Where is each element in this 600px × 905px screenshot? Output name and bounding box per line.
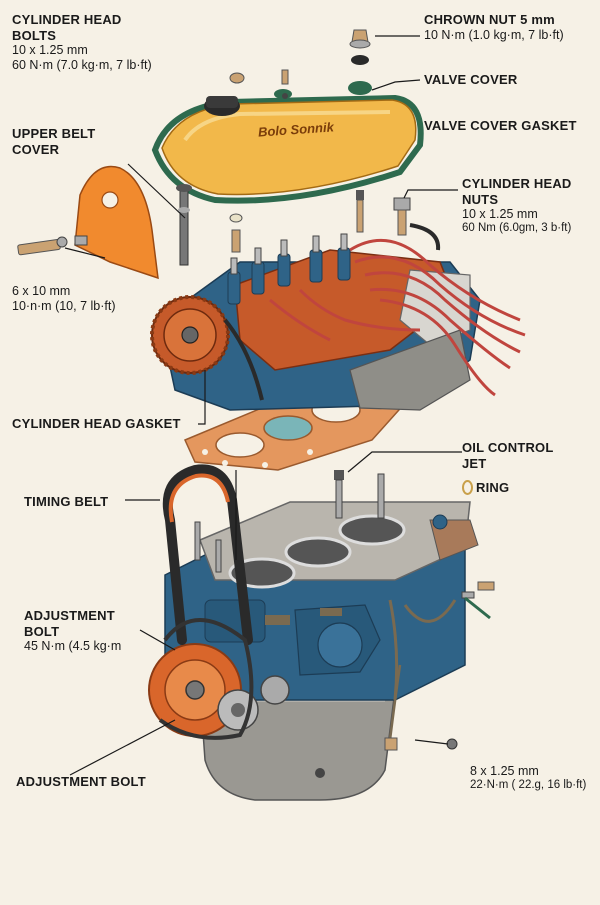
adjustment-bolt-upper-title-1: ADJUSTMENT [24, 608, 115, 623]
timing-belt-label: TIMING BELT [24, 494, 109, 509]
oil-control-jet-label: OIL CONTROL JET [462, 440, 554, 471]
small-bolt-spec-label: 6 x 10 mm 10·n·m (10, 7 lb·ft) [12, 284, 116, 314]
oil-control-jet-title-1: OIL CONTROL [462, 440, 554, 455]
adjustment-bolt-upper-title-2: BOLT [24, 623, 60, 639]
cylinder-head-bolts-label: CYLINDER HEAD BOLTS 10 x 1.25 mm 60 N·m … [12, 12, 152, 73]
bottom-bolt-spec-2: 22·N·m ( 22.g, 16 lb·ft) [470, 779, 587, 791]
small-bolt-spec-2: 10·n·m (10, 7 lb·ft) [12, 299, 116, 313]
cylinder-head-nuts-spec-1: 10 x 1.25 mm [462, 207, 538, 222]
valve-cover-gasket-label: VALVE COVER GASKET [424, 118, 577, 133]
cylinder-head-nuts-label: CYLINDER HEAD NUTS 10 x 1.25 mm 60 Nm (6… [462, 176, 572, 236]
hoses [223, 223, 441, 401]
cylinder-head-nuts-title-2: NUTS [462, 191, 499, 207]
small-bolt-spec-1: 6 x 10 mm [12, 284, 71, 298]
chrown-nut-title: CHROWN NUT 5 mm [424, 12, 555, 27]
upper-belt-cover-label: UPPER BELT COVER [12, 126, 95, 157]
cylinder-head-bolts-title-1: CYLINDER HEAD [12, 12, 122, 27]
upper-belt-cover-title-1: UPPER BELT [12, 126, 96, 141]
cylinder-head [150, 233, 481, 411]
cylinder-head-nuts-spec-2: 60 Nm (6.0gm, 3 b·ft) [462, 222, 572, 235]
hardware-parts [176, 29, 495, 751]
bottom-bolt-spec-1: 8 x 1.25 mm [470, 764, 539, 778]
chrown-nut-spec: 10 N·m (1.0 kg·m, 7 lb·ft) [424, 27, 564, 42]
oil-control-jet-title-2: JET [462, 455, 487, 471]
cylinder-head-bolts-title-2: BOLTS [12, 27, 57, 43]
adjustment-bolt-upper-spec: 45 N·m (4.5 kg·m [24, 639, 122, 654]
cylinder-head-nuts-title-1: CYLINDER HEAD [462, 176, 572, 191]
leader-lines [64, 35, 462, 776]
upper-belt-cover-title-2: COVER [12, 141, 60, 157]
ring-title: RING [476, 480, 510, 495]
o-ring-icon [462, 480, 473, 496]
adjustment-bolt-upper-label: ADJUSTMENT BOLT 45 N·m (4.5 kg·m [24, 608, 121, 654]
cylinder-head-bolts-spec-2: 60 N·m (7.0 kg·m, 7 lb·ft) [12, 58, 152, 73]
adjustment-bolt-lower-label: ADJUSTMENT BOLT [16, 774, 146, 789]
chrown-nut-label: CHROWN NUT 5 mm 10 N·m (1.0 kg·m, 7 lb·f… [424, 12, 564, 43]
valve-cover-label: VALVE COVER [424, 72, 518, 87]
cylinder-head-gasket-label: CYLINDER HEAD GASKET [12, 416, 181, 431]
valve-cover [161, 81, 417, 196]
cylinder-head-bolts-spec-1: 10 x 1.25 mm [12, 43, 88, 58]
upper-belt-cover [17, 165, 159, 280]
ignition-wires [269, 238, 526, 397]
timing-belt [158, 464, 254, 740]
bottom-bolt-spec-label: 8 x 1.25 mm 22·N·m ( 22.g, 16 lb·ft) [470, 764, 586, 793]
ring-label: RING [462, 480, 509, 496]
